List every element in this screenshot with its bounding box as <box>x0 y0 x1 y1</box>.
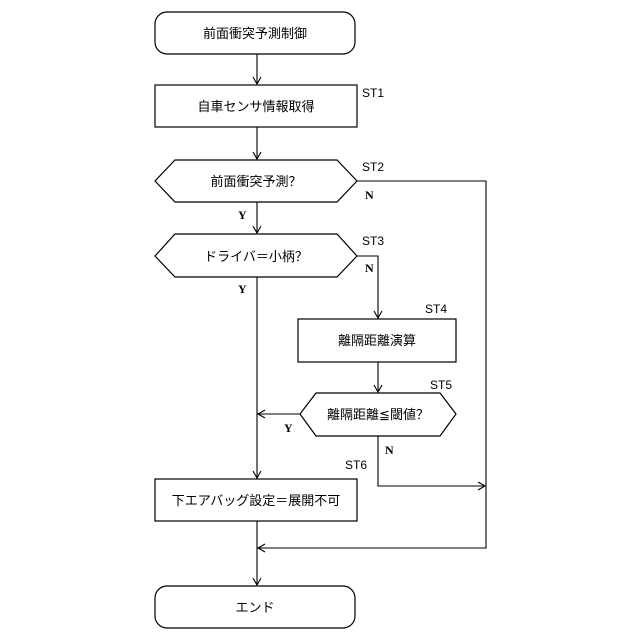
st4-step-label: ST4 <box>425 302 447 316</box>
st5-yes-label: Y <box>284 421 293 435</box>
st6-step-label: ST6 <box>345 458 367 472</box>
st3-label: ドライバ＝小柄？ <box>204 250 308 265</box>
st1-label: 自車センサ情報取得 <box>197 99 314 115</box>
st3-step-label: ST3 <box>362 234 384 248</box>
st1-step-label: ST1 <box>362 86 384 100</box>
st6-label: 下エアバッグ設定＝展開不可 <box>172 493 340 509</box>
st5-label: 離隔距離≦閾値？ <box>327 407 429 423</box>
edge-st5-no <box>378 436 485 486</box>
st2-label: 前面衝突予測？ <box>210 174 301 190</box>
st2-yes-label: Y <box>238 208 247 222</box>
st2-no-label: N <box>365 188 374 202</box>
st4-label: 離隔距離演算 <box>338 333 416 349</box>
end-label: エンド <box>235 601 274 616</box>
st3-yes-label: Y <box>238 282 247 296</box>
st5-step-label: ST5 <box>430 378 452 392</box>
st5-no-label: N <box>385 443 394 457</box>
st2-step-label: ST2 <box>362 160 384 174</box>
st3-no-label: N <box>365 261 374 275</box>
start-label: 前面衝突予測制御 <box>203 26 307 42</box>
